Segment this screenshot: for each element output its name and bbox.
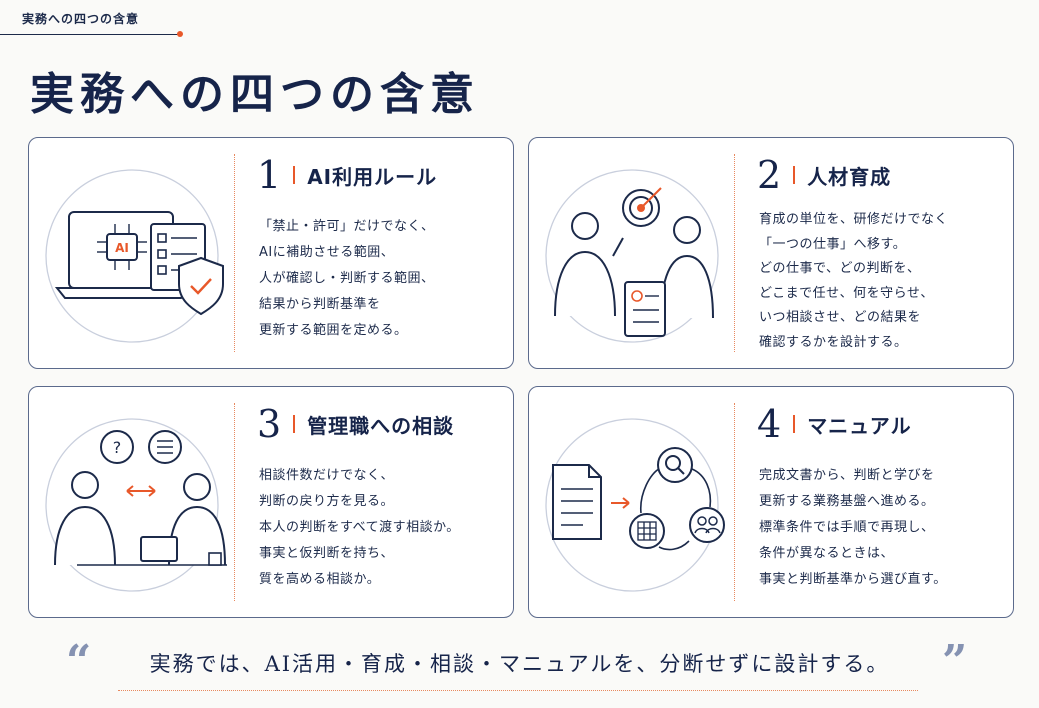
body-line: どの仕事で、どの判断を、	[759, 261, 921, 276]
body-line: 更新する業務基盤へ進める。	[759, 494, 935, 509]
card-number: 4	[757, 402, 782, 446]
summary-quote: 実務では、AI活用・育成・相談・マニュアルを、分断せずに設計する。	[149, 652, 890, 676]
body-line: AIに補助させる範囲、	[259, 245, 395, 260]
title-tick	[793, 415, 796, 433]
body-line: 確認するかを設計する。	[759, 334, 908, 350]
breadcrumb: 実務への四つの含意	[22, 12, 140, 26]
body-line: 完成文書から、判断と学びを	[759, 468, 935, 483]
title-tick	[293, 166, 296, 184]
body-line: 本人の判断をすべて渡す相談か。	[259, 520, 460, 535]
question-bubble-label: ?	[113, 438, 122, 457]
breadcrumb-dot	[177, 31, 183, 37]
card-header: 1 AI利用ルール	[257, 156, 437, 194]
body-line: いつ相談させ、どの結果を	[759, 310, 922, 325]
card-divider	[734, 154, 735, 352]
card-divider	[234, 403, 235, 601]
card-header: 2 人材育成	[757, 156, 891, 194]
document-cycle-icon	[545, 418, 725, 592]
card-body: 「禁止・許可」だけでなく、 AIに補助させる範囲、 人が確認し・判断する範囲、 …	[259, 214, 509, 344]
body-line: 条件が異なるときは、	[759, 546, 895, 561]
body-line: 育成の単位を、研修だけでなく	[759, 212, 949, 227]
card-ai-rules: AI 1 AI利用ルール 「禁止・許可」だけでなく、 AIに補助させる範囲、 人…	[28, 137, 514, 369]
mentoring-people-target-icon	[545, 169, 719, 343]
card-number: 3	[257, 402, 282, 446]
card-manager-consultation: ? 3 管理職への相談 相談件数だけでなく、 判断の戻り方を見る。 本人の判断を…	[28, 386, 514, 618]
card-talent-development: 2 人材育成 育成の単位を、研修だけでなく 「一つの仕事」へ移す。 どの仕事で、…	[528, 137, 1014, 369]
card-divider	[234, 154, 235, 352]
quote-underline	[118, 690, 918, 691]
card-title: 管理職への相談	[307, 413, 455, 438]
body-line: どこまで任せ、何を守らせ、	[759, 285, 934, 301]
body-line: 「禁止・許可」だけでなく、	[259, 219, 435, 234]
card-title: 人材育成	[807, 164, 892, 189]
open-quote-icon: “	[66, 636, 92, 687]
body-line: 更新する範囲を定める。	[259, 323, 408, 338]
card-manual: 4 マニュアル 完成文書から、判断と学びを 更新する業務基盤へ進める。 標準条件…	[528, 386, 1014, 618]
card-number: 2	[757, 153, 782, 197]
ai-chip-label: AI	[115, 241, 129, 255]
card-title: マニュアル	[807, 413, 912, 438]
body-line: 事実と仮判断を持ち、	[259, 546, 395, 561]
title-tick	[793, 166, 796, 184]
body-line: 人が確認し・判断する範囲、	[259, 271, 435, 286]
body-line: 質を高める相談か。	[259, 572, 381, 587]
card-body: 育成の単位を、研修だけでなく 「一つの仕事」へ移す。 どの仕事で、どの判断を、 …	[759, 208, 1009, 355]
body-line: 標準条件では手順で再現し、	[759, 520, 935, 535]
card-divider	[734, 403, 735, 601]
card-number: 1	[257, 153, 282, 197]
close-quote-icon: ”	[942, 636, 968, 687]
page-title: 実務への四つの含意	[30, 69, 480, 120]
consultation-people-icon: ?	[45, 418, 227, 592]
card-body: 完成文書から、判断と学びを 更新する業務基盤へ進める。 標準条件では手順で再現し…	[759, 463, 1009, 593]
card-body: 相談件数だけでなく、 判断の戻り方を見る。 本人の判断をすべて渡す相談か。 事実…	[259, 463, 509, 593]
breadcrumb-underline	[0, 34, 180, 35]
ai-laptop-shield-icon: AI	[45, 169, 224, 343]
card-title: AI利用ルール	[307, 164, 438, 189]
body-line: 相談件数だけでなく、	[259, 468, 395, 483]
title-tick	[293, 415, 296, 433]
body-line: 判断の戻り方を見る。	[259, 494, 395, 509]
card-header: 4 マニュアル	[757, 405, 912, 443]
body-line: 事実と判断基準から選び直す。	[759, 572, 947, 587]
card-header: 3 管理職への相談	[257, 405, 454, 443]
body-line: 「一つの仕事」へ移す。	[759, 236, 907, 252]
body-line: 結果から判断基準を	[259, 297, 381, 312]
